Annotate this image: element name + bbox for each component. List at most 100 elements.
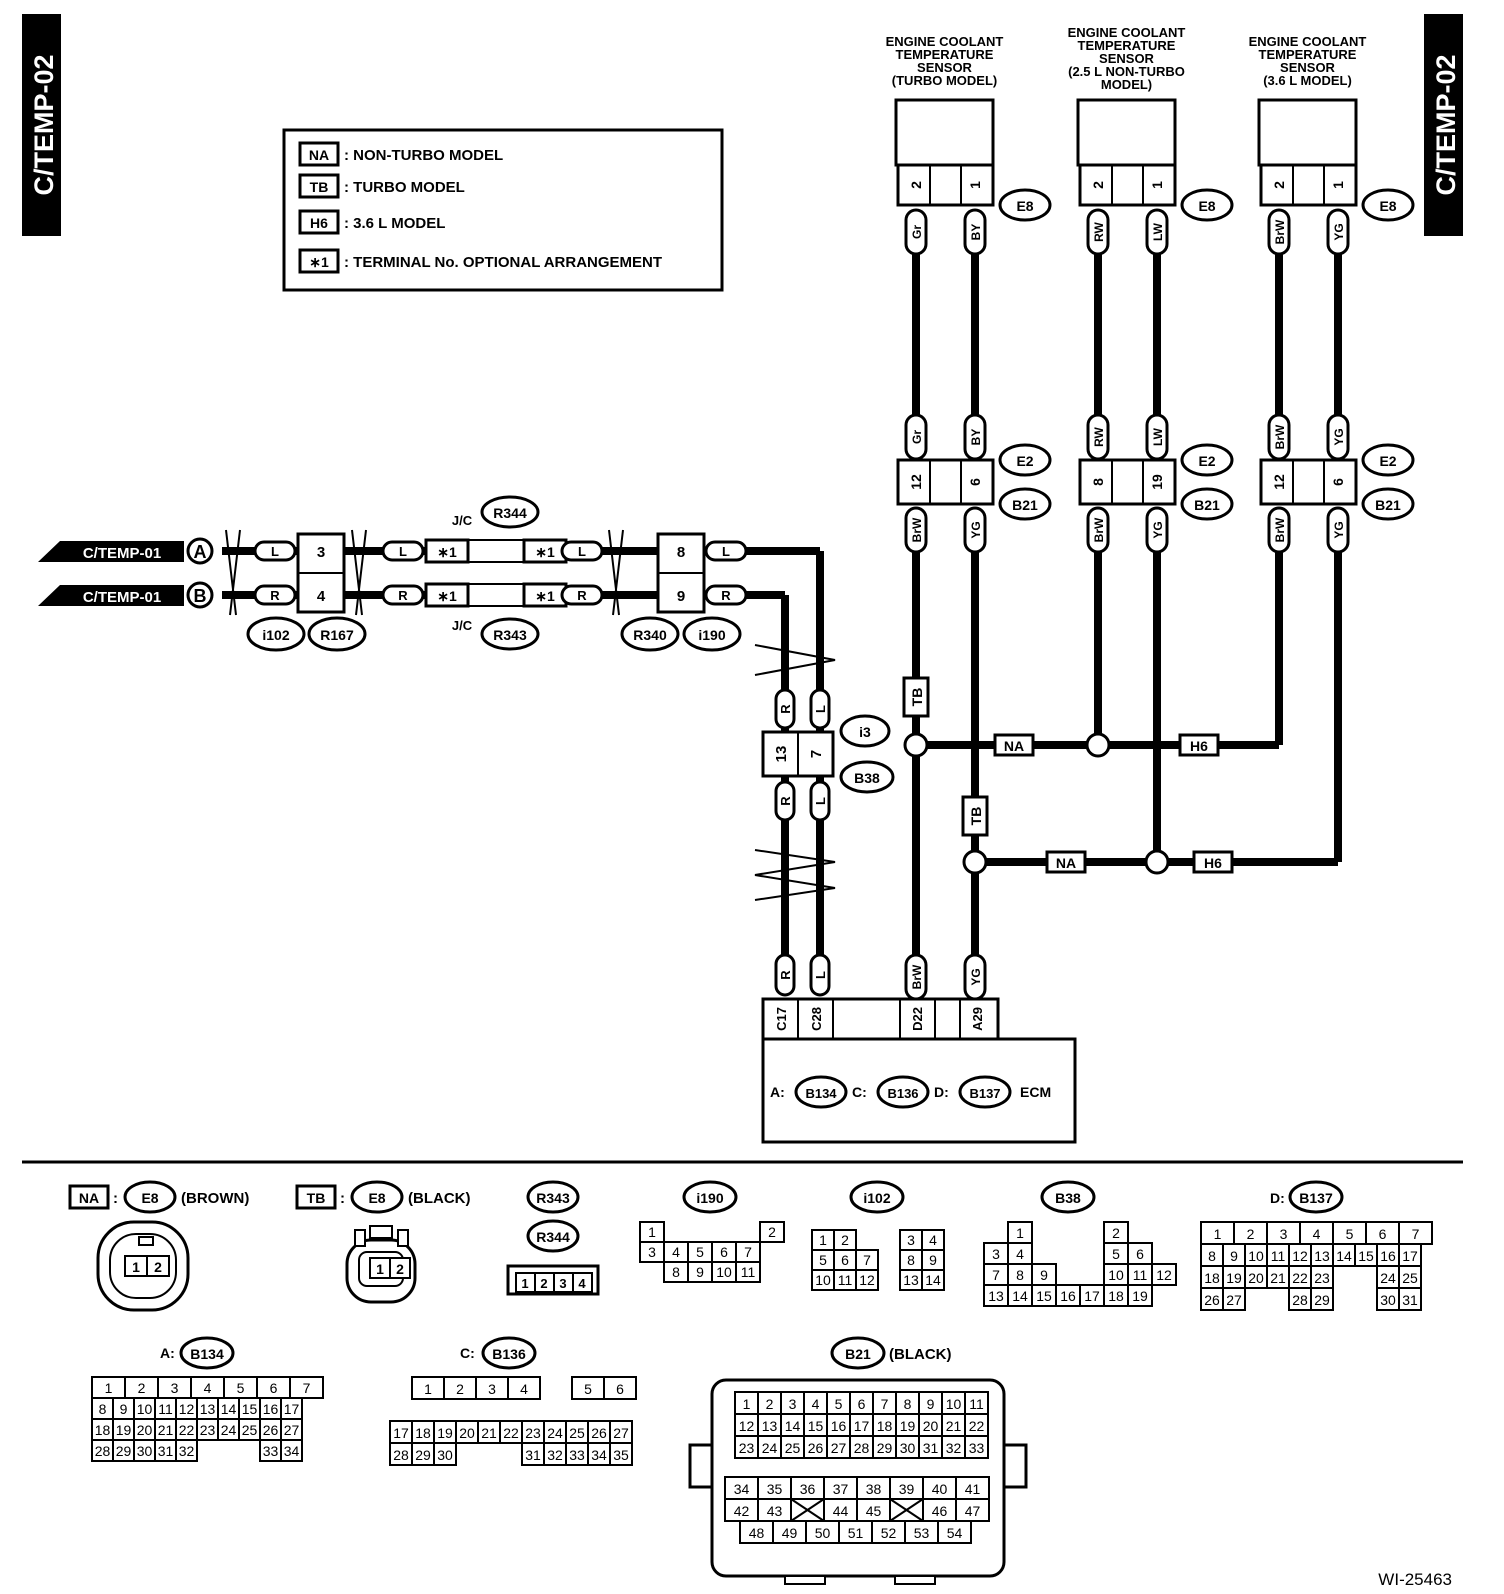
joint-connector-code: E2 bbox=[1198, 453, 1215, 469]
pin-number: 17 bbox=[1402, 1248, 1418, 1264]
tag-tb-upper: TB bbox=[902, 676, 930, 718]
pin-number: 34 bbox=[591, 1447, 607, 1463]
wire-color-tag: BrW bbox=[1273, 219, 1287, 244]
pin-number: 38 bbox=[866, 1481, 882, 1497]
pin-number: 9 bbox=[927, 1396, 935, 1412]
pin-number: 44 bbox=[833, 1503, 849, 1519]
wire-tag-r-6: R bbox=[774, 780, 796, 822]
svg-text:C:: C: bbox=[460, 1345, 475, 1361]
pin-number: 2 bbox=[138, 1380, 146, 1396]
legend-item-tb: TB : TURBO MODEL bbox=[298, 173, 465, 199]
pin-number: 28 bbox=[393, 1447, 409, 1463]
svg-text:B38: B38 bbox=[1055, 1190, 1081, 1206]
pin-number: 1 bbox=[819, 1232, 827, 1248]
pin-number: 9 bbox=[1230, 1248, 1238, 1264]
pin-number: 30 bbox=[900, 1440, 916, 1456]
pin-number: 22 bbox=[179, 1422, 195, 1438]
pin-number: 22 bbox=[1292, 1270, 1308, 1286]
wire-tag-l-6: L bbox=[809, 780, 831, 822]
svg-text:R344: R344 bbox=[493, 505, 527, 521]
pin-number: 48 bbox=[749, 1525, 765, 1541]
pin-number: 2 bbox=[1112, 1225, 1120, 1241]
svg-text:L: L bbox=[271, 544, 279, 559]
pin-number: 4 bbox=[672, 1244, 680, 1260]
svg-text:R: R bbox=[778, 704, 793, 714]
pin-number: 10 bbox=[1108, 1267, 1124, 1283]
svg-text:TB: TB bbox=[968, 807, 984, 826]
pin-number: 20 bbox=[459, 1425, 475, 1441]
pin-number: 3 bbox=[648, 1244, 656, 1260]
sensor-title-line: MODEL) bbox=[1101, 77, 1152, 92]
pin-number: 4 bbox=[204, 1380, 212, 1396]
sensor-title-line: TEMPERATURE bbox=[1259, 47, 1357, 62]
ecm: R L BrW YG C17 C28 D22 A29 A: B134 C: B1… bbox=[761, 953, 1077, 1144]
svg-text:L: L bbox=[813, 971, 828, 979]
svg-text:B136: B136 bbox=[887, 1086, 918, 1101]
splice-tb-upper bbox=[903, 732, 929, 758]
pin-number: 21 bbox=[158, 1422, 174, 1438]
pin-number: 32 bbox=[946, 1440, 962, 1456]
legend-item-na: NA : NON-TURBO MODEL bbox=[298, 141, 503, 167]
pin-number: 21 bbox=[481, 1425, 497, 1441]
pin-number: 29 bbox=[116, 1443, 132, 1459]
pin-number: 2 bbox=[1247, 1226, 1255, 1242]
sensor-pin: 2 bbox=[1271, 181, 1287, 189]
pin-number: 40 bbox=[932, 1481, 948, 1497]
pin-number: 5 bbox=[1112, 1246, 1120, 1262]
svg-text:D:: D: bbox=[1270, 1190, 1285, 1206]
pin-number: 11 bbox=[838, 1272, 853, 1288]
svg-text:A:: A: bbox=[160, 1345, 175, 1361]
svg-text:R: R bbox=[778, 796, 793, 806]
pin-number: 6 bbox=[858, 1396, 866, 1412]
pin-number: 33 bbox=[263, 1443, 279, 1459]
svg-text:B134: B134 bbox=[805, 1086, 837, 1101]
svg-text:(BLACK): (BLACK) bbox=[408, 1190, 470, 1207]
joint-pin: 19 bbox=[1149, 474, 1165, 490]
pin-number: 28 bbox=[854, 1440, 870, 1456]
svg-text:(BLACK): (BLACK) bbox=[889, 1346, 951, 1363]
pin-number: 26 bbox=[808, 1440, 824, 1456]
pin-number: 6 bbox=[616, 1381, 624, 1397]
connector-b134-label: A: B134 bbox=[160, 1336, 235, 1370]
pin-number: 31 bbox=[923, 1440, 939, 1456]
svg-text:8: 8 bbox=[677, 544, 685, 561]
pin-number: 9 bbox=[929, 1252, 937, 1268]
sensor-pin: 1 bbox=[1149, 181, 1165, 189]
pin-number: 53 bbox=[914, 1525, 930, 1541]
svg-text:R343: R343 bbox=[493, 627, 527, 643]
right-tab-label: C/TEMP-02 bbox=[1431, 54, 1461, 195]
pin-number: 37 bbox=[833, 1481, 849, 1497]
joint-connector-code: E2 bbox=[1379, 453, 1396, 469]
pin-number: 6 bbox=[1379, 1226, 1387, 1242]
pin-number: 11 bbox=[969, 1396, 984, 1412]
svg-text:R: R bbox=[398, 588, 408, 603]
svg-text:A:: A: bbox=[770, 1084, 785, 1100]
wire-tag-r-5: R bbox=[774, 688, 796, 730]
svg-text:ECM: ECM bbox=[1020, 1084, 1051, 1100]
pin-number: 43 bbox=[767, 1503, 783, 1519]
pin-number: 30 bbox=[437, 1447, 453, 1463]
connector-r340-i190: 8 9 R340 i190 bbox=[620, 532, 742, 652]
pin-number: 31 bbox=[158, 1443, 174, 1459]
figure-id: WI-25463 bbox=[1378, 1570, 1452, 1589]
wire-tag-r-1: R bbox=[253, 584, 297, 606]
svg-text:B38: B38 bbox=[854, 770, 880, 786]
pin-number: 32 bbox=[179, 1443, 195, 1459]
svg-text:i190: i190 bbox=[696, 1190, 723, 1206]
svg-text:3: 3 bbox=[317, 544, 325, 561]
sensor-title-line: (3.6 L MODEL) bbox=[1263, 73, 1352, 88]
svg-text:∗1: ∗1 bbox=[535, 588, 555, 604]
pin-number: 15 bbox=[242, 1401, 258, 1417]
connector-i102-label: i102 bbox=[849, 1180, 905, 1214]
sensor-pin: 1 bbox=[1330, 181, 1346, 189]
splice-tb-lower bbox=[962, 849, 988, 875]
pin-number: 17 bbox=[1084, 1288, 1100, 1304]
